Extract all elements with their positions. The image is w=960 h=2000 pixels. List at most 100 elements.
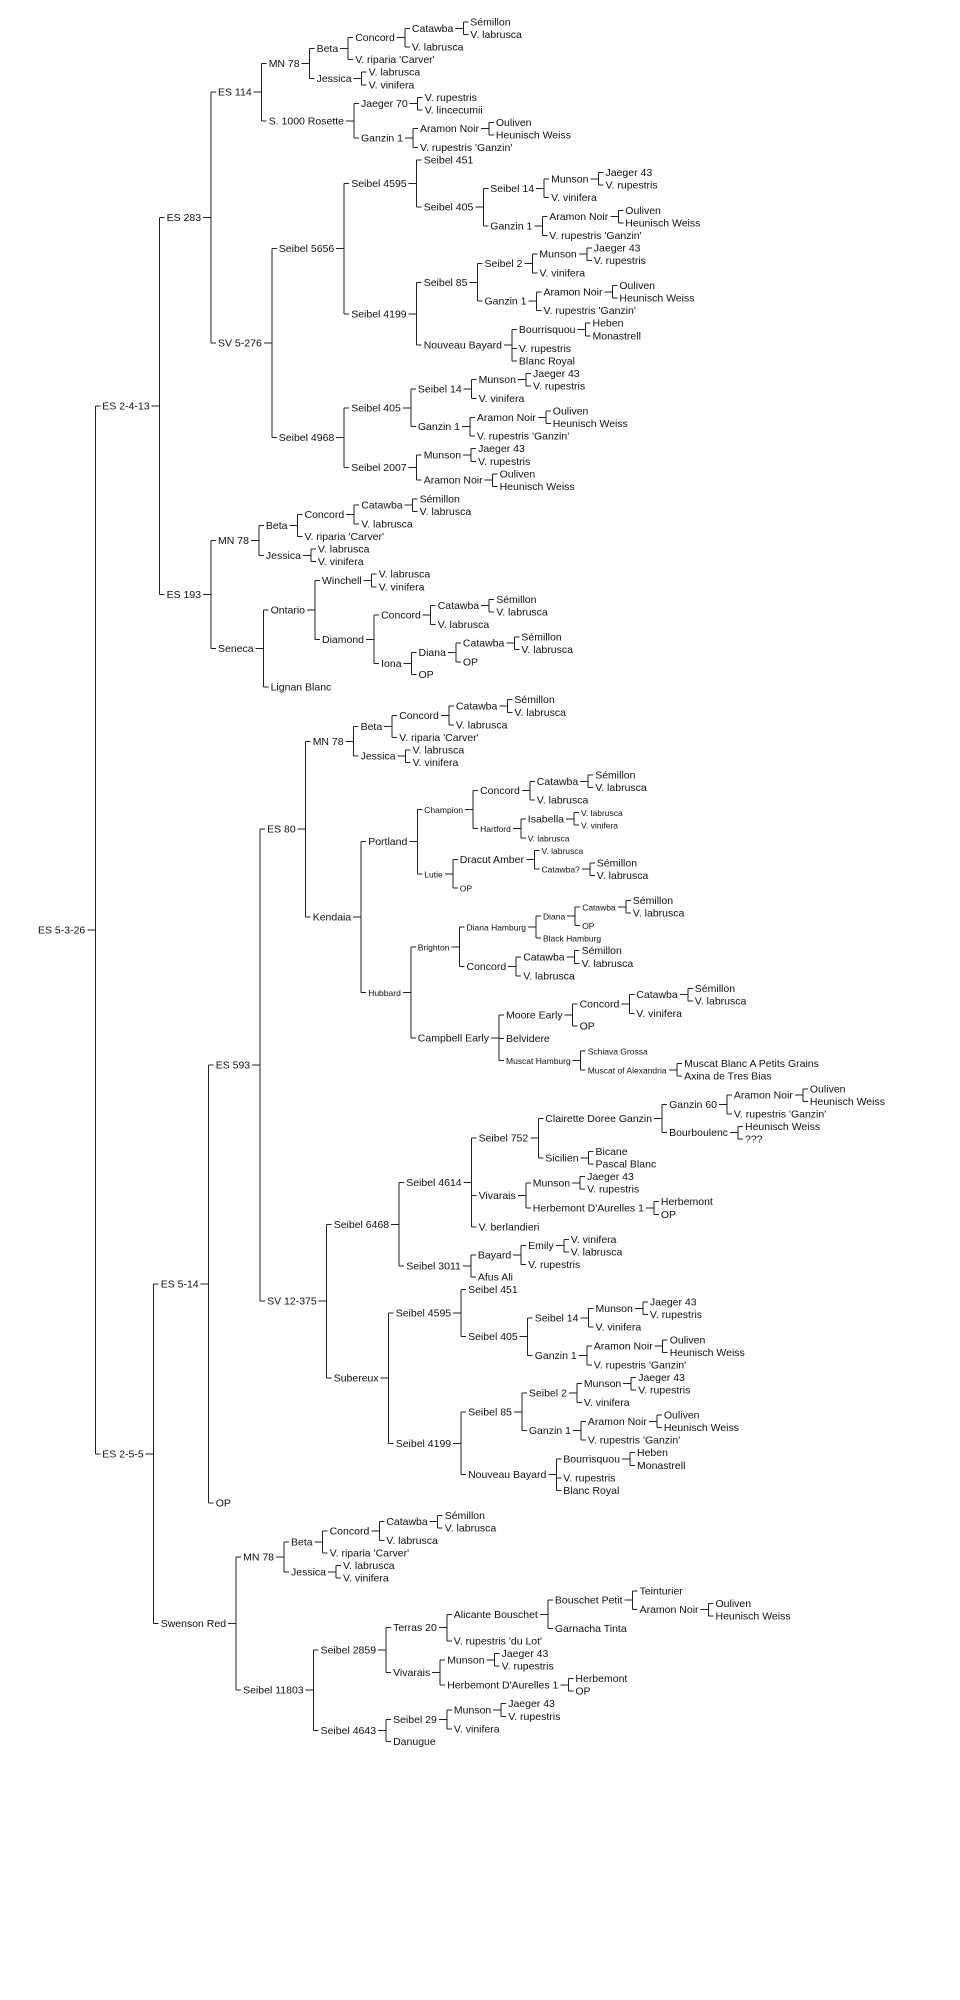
connector-aramon-noir xyxy=(604,285,618,299)
node-v-rupestris-220: V. rupestris xyxy=(638,1385,690,1397)
node-aramon-noir-20: Aramon Noir xyxy=(420,123,479,135)
node-garnacha-tinta-255: Garnacha Tinta xyxy=(555,1623,627,1635)
node-mn-78-4: MN 78 xyxy=(269,58,300,70)
node-vivarais-257: Vivarais xyxy=(393,1667,430,1679)
node-ouliven-21: Ouliven xyxy=(496,117,532,129)
node-v-labrusca-82: V. labrusca xyxy=(420,506,472,518)
node-blanc-royal-56: Blanc Royal xyxy=(519,355,575,367)
connector-munson xyxy=(623,1376,637,1391)
node-v-rupestris-ganzin-38: V. rupestris 'Ganzin' xyxy=(549,230,641,242)
connector-muscat-hamburg xyxy=(572,1050,586,1071)
node-v-rupestris-260: V. rupestris xyxy=(502,1661,554,1673)
connector-alicante-bouschet xyxy=(539,1599,553,1629)
connector-catawba xyxy=(404,498,418,512)
node-munson-218: Munson xyxy=(584,1378,622,1390)
node-seibel-4199-215: Seibel 4199 xyxy=(396,1438,452,1450)
connector-munson xyxy=(463,448,477,462)
node-concord-79: Concord xyxy=(305,509,345,521)
node-seibel-2007-69: Seibel 2007 xyxy=(351,462,407,474)
connector-seibel-405 xyxy=(475,187,489,227)
node-brighton-143: Brighton xyxy=(418,942,450,952)
node-heunisch-weiss-67: Heunisch Weiss xyxy=(553,418,628,430)
node-catawba-146: Catawba xyxy=(582,902,616,912)
node-ouliven-253: Ouliven xyxy=(716,1598,752,1610)
node-v-rupestris-ganzin-226: V. rupestris 'Ganzin' xyxy=(588,1435,680,1447)
node-seibel-4614-172: Seibel 4614 xyxy=(406,1177,462,1189)
node-munson-60: Munson xyxy=(479,374,517,386)
node-sicilien-183: Sicilien xyxy=(545,1152,578,1164)
node-es-5-14-108: ES 5-14 xyxy=(161,1279,199,1291)
node-muscat-blanc-a-petits-grains-168: Muscat Blanc A Petits Grains xyxy=(684,1058,819,1070)
node-axina-de-tres-bias-169: Axina de Tres Bias xyxy=(684,1071,772,1083)
connector-concord xyxy=(422,605,436,625)
node-heunisch-weiss-75: Heunisch Weiss xyxy=(500,481,575,493)
node-sv-12-375-170: SV 12-375 xyxy=(267,1296,317,1308)
connector-catawba xyxy=(429,1515,443,1529)
connector-mn-78 xyxy=(345,725,359,757)
node-alicante-bouschet-249: Alicante Bouschet xyxy=(454,1609,538,1621)
node-seibel-5656-25: Seibel 5656 xyxy=(279,243,335,255)
connector-concord xyxy=(371,1521,385,1542)
connector-concord xyxy=(508,956,522,977)
node-concord-125: Concord xyxy=(480,785,520,797)
connector-herbemont-d-aurelles-1 xyxy=(560,1678,574,1692)
node-v-riparia-carver-84: V. riparia 'Carver' xyxy=(305,531,384,543)
connector-seibel-29 xyxy=(438,1709,452,1730)
connector-seibel-85 xyxy=(513,1392,527,1432)
node-seibel-11803-246: Seibel 11803 xyxy=(243,1685,304,1697)
node-v-rupestris-268: V. rupestris xyxy=(508,1711,560,1723)
node-monastrell-230: Monastrell xyxy=(637,1460,685,1472)
node-afus-ali-200: Afus Ali xyxy=(478,1272,513,1284)
node-emily-196: Emily xyxy=(528,1240,554,1252)
node-v-vinifera-221: V. vinifera xyxy=(584,1397,630,1409)
node-v-labrusca-129: V. labrusca xyxy=(537,795,589,807)
node-concord-6: Concord xyxy=(355,32,395,44)
connector-portland xyxy=(409,809,423,875)
node-es-80-110: ES 80 xyxy=(267,824,296,836)
connector-seibel-5656 xyxy=(336,183,350,315)
connector-aramon-noir xyxy=(480,121,494,136)
node-v-rupestris-ganzin-214: V. rupestris 'Ganzin' xyxy=(594,1359,686,1371)
node-op-141: OP xyxy=(460,884,473,894)
node-v-labrusca-137: V. labrusca xyxy=(542,846,584,856)
connector-vivarais xyxy=(517,1182,531,1209)
connector-isabella xyxy=(566,812,579,826)
node-schiava-grossa-166: Schiava Grossa xyxy=(588,1047,648,1057)
node-v-vinifera-269: V. vinifera xyxy=(454,1723,500,1735)
node-v-vinifera-45: V. vinifera xyxy=(539,268,585,280)
node-bourrisquou-228: Bourrisquou xyxy=(563,1454,620,1466)
connector-seibel-85 xyxy=(469,263,483,302)
node-clairette-doree-ganzin-174: Clairette Doree Ganzin xyxy=(545,1113,652,1125)
node-jessica-243: Jessica xyxy=(291,1566,326,1578)
connector-beta xyxy=(289,514,303,538)
node-hartford-130: Hartford xyxy=(480,824,511,834)
node-jaeger-43-259: Jaeger 43 xyxy=(502,1648,549,1660)
node-concord-113: Concord xyxy=(399,710,439,722)
node-es-283-2: ES 283 xyxy=(167,212,202,224)
node-v-rupestris-208: V. rupestris xyxy=(650,1309,702,1321)
connector-catawba xyxy=(566,950,580,964)
node-jessica-119: Jessica xyxy=(361,751,396,763)
node-beta-78: Beta xyxy=(266,520,288,532)
node-herbemont-d-aurelles-1-190: Herbemont D'Aurelles 1 xyxy=(533,1203,644,1215)
connector-seibel-14 xyxy=(463,379,477,399)
node-campbell-early-156: Campbell Early xyxy=(418,1032,490,1044)
node-mn-78-77: MN 78 xyxy=(218,535,249,547)
node-heunisch-weiss-178: Heunisch Weiss xyxy=(810,1096,885,1108)
connector-catawba xyxy=(499,699,513,713)
node-ganzin-60-175: Ganzin 60 xyxy=(669,1099,717,1111)
node-v-labrusca-98: V. labrusca xyxy=(438,619,490,631)
connector-bourboulenc xyxy=(730,1125,743,1140)
node-seibel-4595-26: Seibel 4595 xyxy=(351,178,407,190)
node-v-rupestris-17: V. rupestris xyxy=(425,92,477,104)
node-aramon-noir-35: Aramon Noir xyxy=(549,211,608,223)
node-v-rupestris-189: V. rupestris xyxy=(587,1184,639,1196)
connector-ganzin-1 xyxy=(461,416,475,437)
node-teinturier-251: Teinturier xyxy=(640,1585,684,1597)
connector-seibel-4595 xyxy=(408,159,422,208)
node-jaeger-43-267: Jaeger 43 xyxy=(508,1698,555,1710)
node-munson-42: Munson xyxy=(539,249,577,261)
connector-catawba xyxy=(506,636,520,650)
connector-catawba xyxy=(617,900,631,914)
connector-concord xyxy=(440,705,454,726)
